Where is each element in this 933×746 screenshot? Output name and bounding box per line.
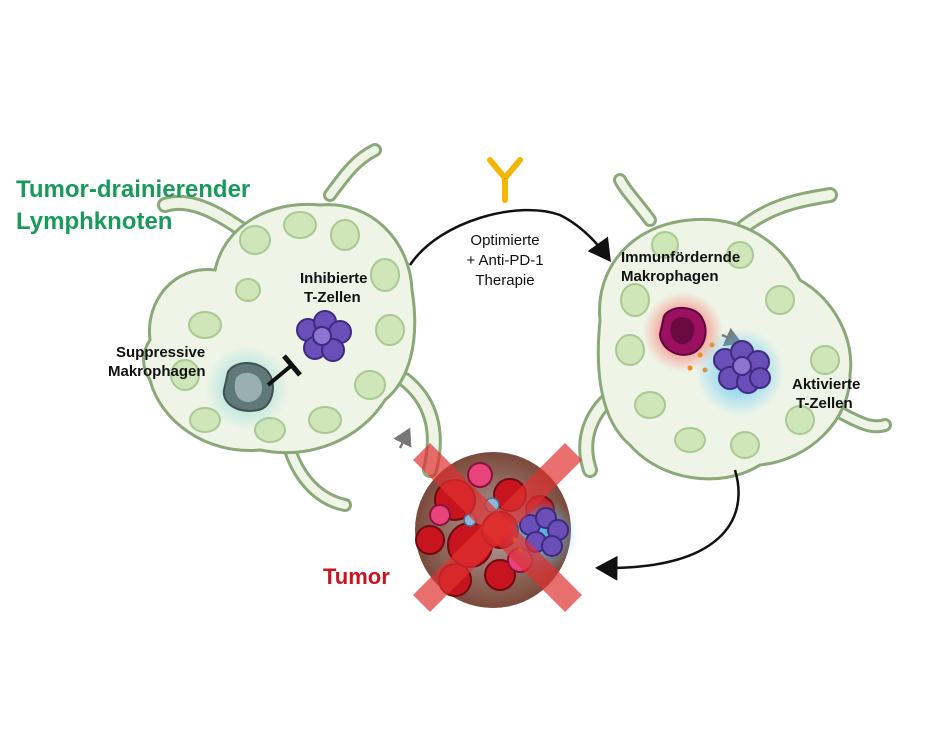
activated-t-cells	[696, 328, 784, 416]
inhibited-t-cells	[296, 310, 352, 362]
therapy-label-3: Therapie	[475, 272, 534, 289]
antibody-icon	[487, 157, 523, 203]
title-line-2: Lymphknoten	[16, 208, 172, 235]
activated-label-1: Aktivierte	[792, 376, 860, 393]
activated-label-2: T-Zellen	[796, 395, 853, 412]
suppressive-label-2: Makrophagen	[108, 363, 206, 380]
left-lymph-node	[142, 143, 442, 512]
drainage-arrow	[393, 427, 412, 449]
suppressive-label-1: Suppressive	[116, 344, 205, 361]
suppressive-macrophage	[205, 346, 289, 430]
therapy-label-1: Optimierte	[470, 232, 539, 249]
inhibition-bar-icon	[266, 354, 302, 387]
inhibited-label-2: T-Zellen	[304, 289, 361, 306]
promoting-label-2: Makrophagen	[621, 268, 719, 285]
title-line-1: Tumor-drainierender	[16, 176, 250, 203]
return-arrow	[595, 469, 740, 581]
cross-mark-icon	[413, 443, 582, 612]
therapy-arrow	[408, 208, 611, 266]
inhibited-label-1: Inhibierte	[300, 270, 368, 287]
therapy-label-2: + Anti-PD-1	[466, 252, 543, 269]
tumor-label: Tumor	[323, 564, 390, 589]
promoting-label-1: Immunfördernde	[621, 249, 740, 266]
